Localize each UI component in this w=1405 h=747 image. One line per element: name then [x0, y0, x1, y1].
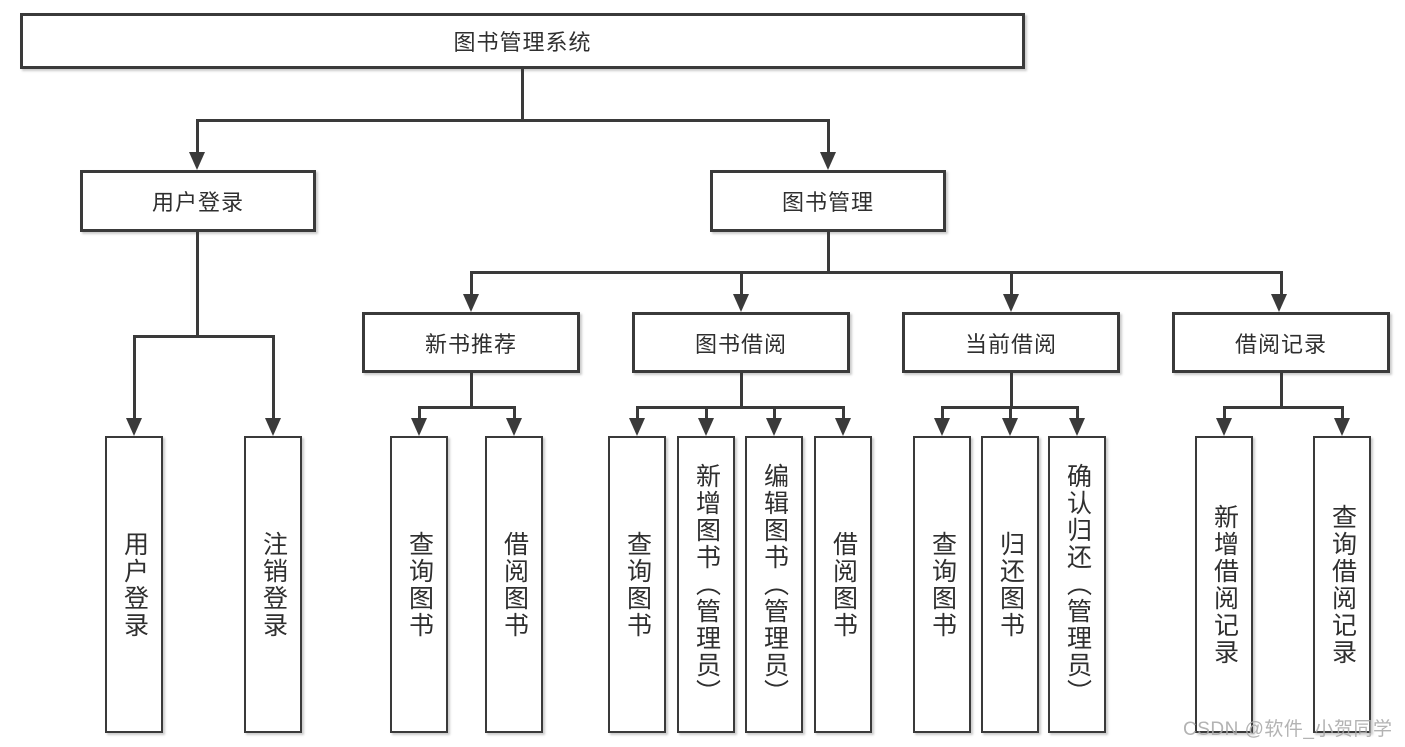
leaf-bb-edit-books-admin: 编辑图书（管理员） — [745, 436, 803, 733]
leaf-bb-borrow-books-label: 借阅图书 — [829, 530, 858, 639]
connector-management-stem — [826, 232, 830, 273]
connector-to-level3 — [739, 271, 743, 294]
connector-nb-stem — [469, 373, 473, 407]
leaf-bb-query-books: 查询图书 — [608, 436, 666, 733]
connector-to-level3 — [469, 271, 473, 294]
node-user-login-label: 用户登录 — [151, 190, 244, 215]
node-borrowing-records-label: 借阅记录 — [1234, 331, 1327, 357]
leaf-br-add-record-label: 新增借阅记录 — [1210, 503, 1239, 666]
connector-bb-branch — [635, 406, 845, 409]
connector-to-leaf — [1075, 406, 1079, 418]
leaf-bb-edit-books-admin-label: 编辑图书（管理员） — [760, 463, 789, 706]
connector-cb-stem — [1009, 373, 1013, 407]
leaf-br-add-record: 新增借阅记录 — [1195, 436, 1253, 733]
connector-to-leaf — [271, 335, 275, 418]
node-current-borrowing: 当前借阅 — [902, 312, 1120, 373]
arrowhead-down-icon — [1334, 418, 1350, 436]
leaf-cb-confirm-return-admin-label: 确认归还（管理员） — [1063, 463, 1092, 706]
connector-login-stem — [195, 232, 199, 336]
connector-to-level3 — [1009, 271, 1013, 294]
node-borrowing-records: 借阅记录 — [1172, 312, 1390, 373]
arrowhead-down-icon — [411, 418, 427, 436]
connector-to-level3 — [1279, 271, 1283, 294]
node-book-management: 图书管理 — [710, 170, 946, 232]
connector-to-leaf — [772, 406, 776, 418]
leaf-br-query-record-label: 查询借阅记录 — [1328, 503, 1357, 666]
leaf-user-login: 用户登录 — [105, 436, 163, 733]
arrowhead-down-icon — [1271, 294, 1287, 312]
connector-to-leaf — [1222, 406, 1226, 418]
arrowhead-down-icon — [126, 418, 142, 436]
arrowhead-down-icon — [733, 294, 749, 312]
connector-to-leaf — [635, 406, 639, 418]
connector-to-book-management — [826, 119, 830, 152]
node-new-book-recommend: 新书推荐 — [362, 312, 580, 373]
node-current-borrowing-label: 当前借阅 — [964, 331, 1057, 357]
arrowhead-down-icon — [1069, 418, 1085, 436]
leaf-br-query-record: 查询借阅记录 — [1313, 436, 1371, 733]
leaf-bb-query-books-label: 查询图书 — [623, 530, 652, 639]
arrowhead-down-icon — [463, 294, 479, 312]
leaf-logout: 注销登录 — [244, 436, 302, 733]
connector-to-leaf — [841, 406, 845, 418]
connector-to-leaf — [704, 406, 708, 418]
connector-root-branch — [195, 119, 830, 122]
leaf-user-login-label: 用户登录 — [120, 530, 149, 639]
leaf-nb-borrow-books-label: 借阅图书 — [500, 530, 529, 639]
node-book-borrowing-label: 图书借阅 — [694, 331, 787, 357]
leaf-cb-return-books-label: 归还图书 — [996, 530, 1025, 639]
node-book-borrowing: 图书借阅 — [632, 312, 850, 373]
connector-bb-stem — [739, 373, 743, 407]
node-new-book-recommend-label: 新书推荐 — [424, 331, 517, 357]
arrowhead-down-icon — [506, 418, 522, 436]
connector-to-user-login — [195, 119, 199, 152]
connector-login-branch — [132, 335, 275, 338]
arrowhead-down-icon — [766, 418, 782, 436]
arrowhead-down-icon — [629, 418, 645, 436]
arrowhead-down-icon — [1216, 418, 1232, 436]
leaf-bb-borrow-books: 借阅图书 — [814, 436, 872, 733]
arrowhead-down-icon — [820, 152, 836, 170]
leaf-bb-add-books-admin: 新增图书（管理员） — [677, 436, 735, 733]
arrowhead-down-icon — [934, 418, 950, 436]
arrowhead-down-icon — [1003, 294, 1019, 312]
connector-br-branch — [1222, 406, 1344, 409]
watermark: CSDN @软件_小贺同学 — [1183, 719, 1393, 740]
node-root: 图书管理系统 — [20, 13, 1025, 69]
leaf-nb-borrow-books: 借阅图书 — [485, 436, 543, 733]
leaf-logout-label: 注销登录 — [259, 530, 288, 639]
node-root-label: 图书管理系统 — [453, 30, 592, 55]
arrowhead-down-icon — [698, 418, 714, 436]
connector-management-branch — [469, 271, 1283, 274]
leaf-nb-query-books: 查询图书 — [390, 436, 448, 733]
leaf-cb-confirm-return-admin: 确认归还（管理员） — [1048, 436, 1106, 733]
leaf-nb-query-books-label: 查询图书 — [405, 530, 434, 639]
connector-to-leaf — [512, 406, 516, 418]
arrowhead-down-icon — [265, 418, 281, 436]
connector-br-stem — [1279, 373, 1283, 407]
arrowhead-down-icon — [189, 152, 205, 170]
connector-root-stem — [520, 69, 524, 120]
connector-to-leaf — [1340, 406, 1344, 418]
arrowhead-down-icon — [1002, 418, 1018, 436]
connector-nb-branch — [417, 406, 516, 409]
connector-to-leaf — [1008, 406, 1012, 418]
leaf-cb-query-books-label: 查询图书 — [928, 530, 957, 639]
connector-to-leaf — [417, 406, 421, 418]
arrowhead-down-icon — [835, 418, 851, 436]
connector-to-leaf — [940, 406, 944, 418]
node-user-login: 用户登录 — [80, 170, 316, 232]
leaf-cb-query-books: 查询图书 — [913, 436, 971, 733]
connector-to-leaf — [132, 335, 136, 418]
leaf-cb-return-books: 归还图书 — [981, 436, 1039, 733]
leaf-bb-add-books-admin-label: 新增图书（管理员） — [692, 463, 721, 706]
node-book-management-label: 图书管理 — [781, 190, 874, 215]
